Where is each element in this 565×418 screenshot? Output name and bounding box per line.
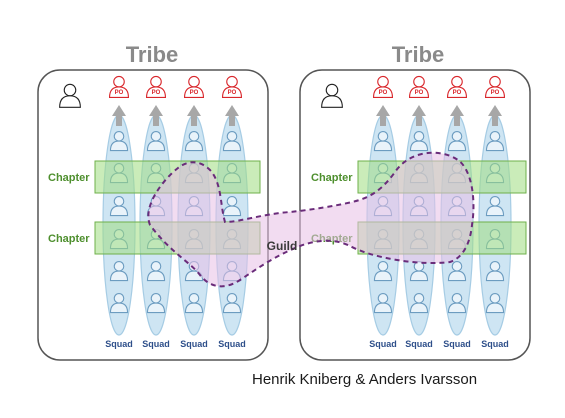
squad-member-icon <box>373 260 393 282</box>
guild-label: Guild <box>267 239 298 253</box>
squad-label: Squad <box>218 339 246 349</box>
tribe-title: Tribe <box>392 42 445 67</box>
product-owner-icon: PO <box>484 75 506 98</box>
po-label: PO <box>228 90 237 96</box>
squad-member-icon <box>109 196 129 217</box>
squad-member-icon <box>222 292 242 314</box>
squad-member-icon <box>485 196 505 217</box>
squad-label: Squad <box>142 339 170 349</box>
squad-member-icon <box>447 292 467 314</box>
squad-member-icon <box>373 292 393 314</box>
squad-member-icon <box>184 292 204 314</box>
squad-member-icon <box>146 292 166 314</box>
squad-member-icon <box>222 131 242 152</box>
product-owner-icon: PO <box>183 75 205 98</box>
po-label: PO <box>415 90 424 96</box>
arrow-up-icon <box>187 105 201 126</box>
po-label: PO <box>453 90 462 96</box>
arrow-up-icon <box>112 105 126 126</box>
squad-member-icon <box>222 196 242 217</box>
squad-label: Squad <box>443 339 471 349</box>
product-owner-icon: PO <box>446 75 468 98</box>
tribe-title: Tribe <box>126 42 179 67</box>
squad-label: Squad <box>105 339 133 349</box>
chapter-label: Chapter <box>311 172 353 184</box>
squad-member-icon <box>109 131 129 152</box>
guild-outline <box>147 151 475 288</box>
po-label: PO <box>379 90 388 96</box>
product-owner-icon: PO <box>372 75 394 98</box>
arrow-up-icon <box>450 105 464 126</box>
squad-member-icon <box>485 292 505 314</box>
product-owner-icon: PO <box>221 75 243 98</box>
author-credit: Henrik Kniberg & Anders Ivarsson <box>252 371 478 388</box>
squad-member-icon <box>409 131 429 152</box>
squad-member-icon <box>409 292 429 314</box>
squad-member-icon <box>109 292 129 314</box>
squad-member-icon <box>109 260 129 282</box>
squad-member-icon <box>146 260 166 282</box>
po-label: PO <box>491 90 500 96</box>
person-icon <box>59 83 81 108</box>
product-owner-icon: PO <box>108 75 130 98</box>
squad-member-icon <box>485 260 505 282</box>
product-owner-icon: PO <box>145 75 167 98</box>
arrow-up-icon <box>412 105 426 126</box>
po-label: PO <box>152 90 161 96</box>
product-owner-icon: PO <box>408 75 430 98</box>
squad-member-icon <box>409 260 429 282</box>
arrow-up-icon <box>149 105 163 126</box>
squad-member-icon <box>184 131 204 152</box>
po-label: PO <box>115 90 124 96</box>
arrow-up-icon <box>225 105 239 126</box>
arrow-up-icon <box>488 105 502 126</box>
squad-label: Squad <box>369 339 397 349</box>
squad-member-icon <box>447 260 467 282</box>
person-icon <box>321 83 343 108</box>
chapter-label: Chapter <box>48 233 90 245</box>
guild: Guild <box>147 151 475 288</box>
squad-member-icon <box>146 131 166 152</box>
squad-member-icon <box>485 131 505 152</box>
squad-label: Squad <box>481 339 509 349</box>
chapter-label: Chapter <box>48 172 90 184</box>
arrow-up-icon <box>376 105 390 126</box>
squad-member-icon <box>373 131 393 152</box>
squad-label: Squad <box>180 339 208 349</box>
squad-member-icon <box>447 131 467 152</box>
po-label: PO <box>190 90 199 96</box>
squad-label: Squad <box>405 339 433 349</box>
